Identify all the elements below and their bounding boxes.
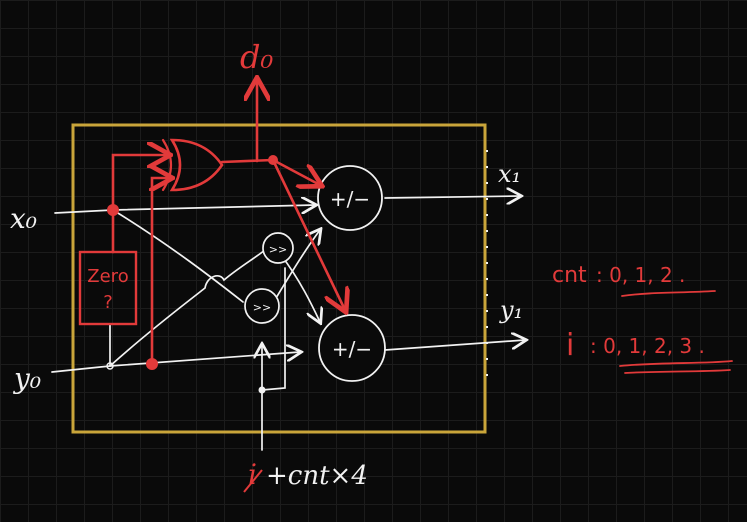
adder-bottom [318, 314, 386, 382]
adder-bottom-label: +/− [332, 337, 372, 361]
cnt-note-label: cnt [552, 263, 587, 288]
zero-to-xor-wire [111, 155, 168, 254]
x-input-wire [54, 205, 315, 214]
x-output-label: x₁ [498, 160, 521, 188]
adder-top [317, 165, 383, 231]
shift-top-to-adder-bottom [280, 254, 320, 322]
shift-amount-i: i [248, 458, 257, 491]
shift-amount-strike [243, 469, 263, 493]
y-input-label: y₀ [12, 362, 41, 395]
ysign-dot [146, 358, 158, 370]
i-underline-1 [619, 360, 733, 367]
ctrl-split-dot [268, 155, 278, 165]
shift-split-dot [258, 386, 266, 394]
shift-bottom-to-adder-top [275, 230, 320, 299]
shifter-bottom [244, 288, 280, 324]
y-output-wire [384, 340, 525, 351]
i-note-label: i [566, 328, 574, 363]
zero-detector-box [78, 250, 138, 326]
zero-detector-label: Zero [87, 266, 128, 287]
y-output-label: y₁ [499, 296, 523, 324]
cnt-underline [621, 290, 716, 297]
shifter-bottom-label: >> [253, 301, 271, 314]
adder-top-label: +/− [330, 187, 370, 211]
xor-gate-back-arc [161, 138, 173, 192]
d-output-label: d₀ [240, 38, 273, 76]
i-underline-2 [624, 369, 731, 374]
x-cross-wire [112, 209, 244, 303]
ysign-to-xor-wire [152, 178, 170, 364]
shift-amount-branch [261, 267, 286, 391]
stage-block-border [71, 123, 487, 434]
shift-amount-rest: +cnt×4 [266, 461, 368, 491]
xor-gate [169, 138, 224, 192]
xor-output-wire [220, 158, 275, 164]
zero-detector-question: ? [103, 292, 113, 313]
shifter-top [262, 232, 294, 264]
zero-input-dot [107, 204, 119, 216]
x-output-wire [384, 196, 520, 198]
shifter-top-label: >> [269, 243, 287, 256]
y-split-dot [106, 362, 114, 370]
ctrl-to-adder-bottom [271, 158, 345, 310]
ctrl-to-adder-top [271, 158, 320, 185]
i-note-values: : 0, 1, 2, 3 . [590, 334, 705, 358]
x-input-label: x₀ [10, 202, 37, 235]
cnt-note-values: : 0, 1, 2 . [596, 263, 685, 287]
y-cross-wire [109, 249, 266, 367]
